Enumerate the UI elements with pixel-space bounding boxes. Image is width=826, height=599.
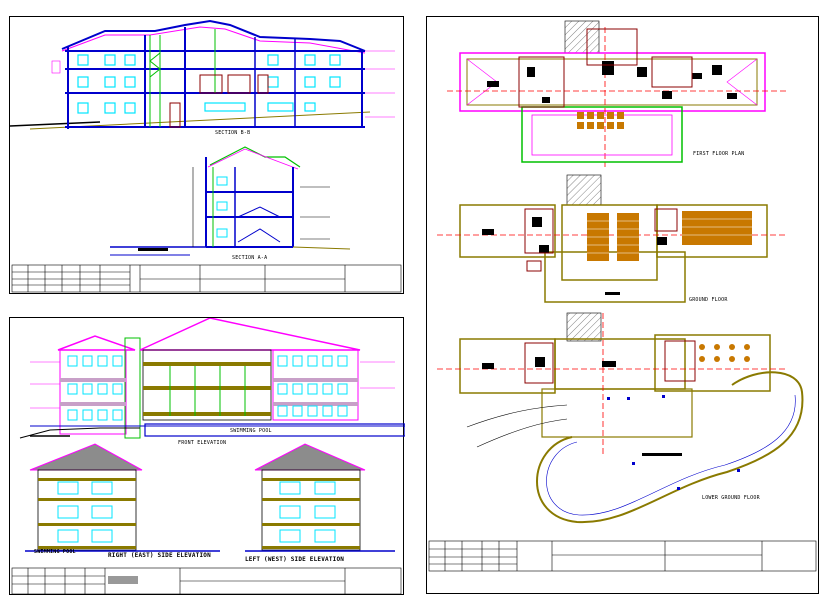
sections-sheet: SECTION B-B SECTION A-A bbox=[9, 16, 404, 294]
front-elevation-drawing bbox=[19, 318, 405, 439]
section-bb-drawing bbox=[10, 19, 395, 130]
left-side-elevation-title: LEFT (WEST) SIDE ELEVATION bbox=[245, 556, 345, 563]
left-side-elevation-drawing bbox=[245, 443, 395, 552]
section-aa-title: SECTION A-A bbox=[232, 255, 268, 261]
first-floor-plan-drawing bbox=[447, 20, 787, 167]
section-aa-drawing bbox=[110, 146, 351, 256]
elevations-drawing bbox=[11, 318, 405, 595]
ground-floor-plan-drawing bbox=[437, 174, 787, 303]
plans-sheet: FIRST FLOOR PLAN GROUND FLOOR LOWER GROU… bbox=[426, 16, 819, 594]
front-elevation-title: FRONT ELEVATION bbox=[178, 440, 227, 446]
lower-ground-floor-plan-title: LOWER GROUND FLOOR bbox=[702, 495, 760, 501]
first-floor-plan-title: FIRST FLOOR PLAN bbox=[693, 151, 745, 157]
plans-title-block bbox=[428, 540, 817, 572]
pool-front-label: SWIMMING POOL bbox=[230, 428, 272, 434]
right-side-elevation-drawing bbox=[25, 443, 220, 552]
elevations-title-block bbox=[11, 567, 402, 595]
sections-drawing bbox=[10, 19, 402, 293]
elevations-sheet: FRONT ELEVATION SWIMMING POOL SWIMMING P… bbox=[9, 317, 405, 595]
right-side-elevation-title: RIGHT (EAST) SIDE ELEVATION bbox=[108, 552, 211, 559]
sections-title-block bbox=[11, 264, 402, 293]
ground-floor-plan-title: GROUND FLOOR bbox=[689, 297, 728, 303]
plans-drawing bbox=[428, 20, 817, 572]
lower-ground-floor-plan-drawing bbox=[437, 312, 804, 524]
pool-side-label: SWIMMING POOL bbox=[34, 549, 76, 555]
section-bb-title: SECTION B-B bbox=[215, 130, 251, 136]
